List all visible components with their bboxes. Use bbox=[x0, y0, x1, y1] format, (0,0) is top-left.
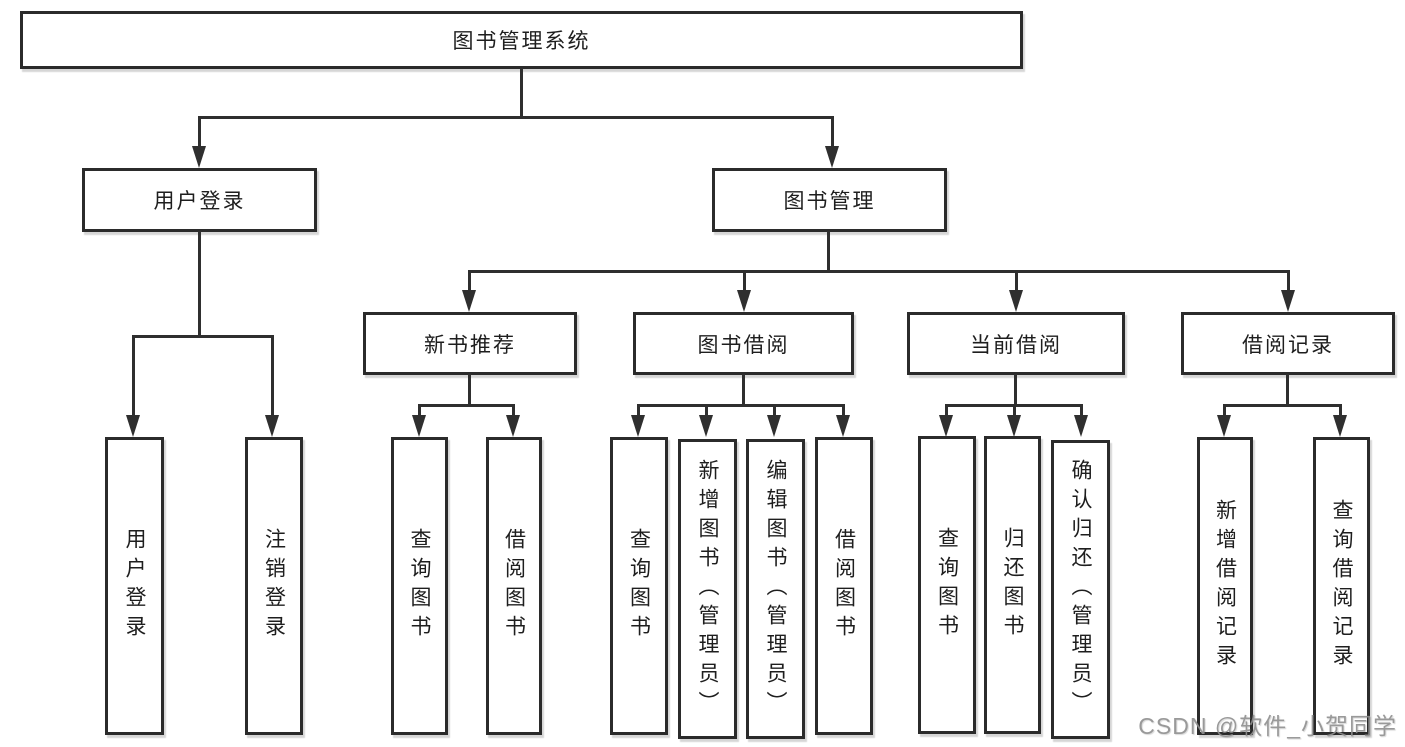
connector-group-hbar bbox=[1223, 404, 1342, 407]
leaf-add-book-admin: 新增图书（管理员） bbox=[678, 439, 737, 739]
connector-group-stem bbox=[742, 374, 745, 406]
connector-root-hbar bbox=[198, 116, 834, 119]
connector-book-mgmt-hbar bbox=[468, 270, 1290, 273]
leaf-query-books-recommend: 查询图书 bbox=[391, 437, 448, 735]
connector-user-login-hbar bbox=[132, 335, 274, 338]
node-root-label: 图书管理系统 bbox=[452, 30, 591, 53]
connector-group-stem bbox=[1014, 374, 1017, 406]
arrowhead-down-icon bbox=[412, 415, 426, 437]
arrowhead-down-icon bbox=[767, 415, 781, 437]
connector-group-drop bbox=[743, 270, 746, 292]
connector-user-login-drop bbox=[198, 116, 201, 148]
node-borrow-records: 借阅记录 bbox=[1181, 312, 1395, 375]
node-new-book-recommend: 新书推荐 bbox=[363, 312, 577, 375]
leaf-add-borrow-record-label: 新增借阅记录 bbox=[1213, 499, 1237, 673]
connector-leaf-drop bbox=[945, 404, 948, 417]
connector-leaf-drop bbox=[271, 335, 274, 417]
leaf-query-books-label: 查询图书 bbox=[935, 527, 959, 643]
leaf-add-borrow-record: 新增借阅记录 bbox=[1197, 437, 1253, 735]
leaf-confirm-return-admin: 确认归还（管理员） bbox=[1051, 440, 1110, 739]
connector-leaf-drop bbox=[1013, 404, 1016, 417]
connector-group-drop bbox=[1287, 270, 1290, 292]
leaf-borrow-books-borrow: 借阅图书 bbox=[815, 437, 873, 735]
leaf-edit-book-admin: 编辑图书（管理员） bbox=[746, 439, 805, 739]
connector-group-drop bbox=[1015, 270, 1018, 292]
node-book-borrow: 图书借阅 bbox=[633, 312, 854, 375]
arrowhead-down-icon bbox=[836, 415, 850, 437]
connector-leaf-drop bbox=[1223, 404, 1226, 417]
arrowhead-down-icon bbox=[1333, 415, 1347, 437]
node-book-management-label: 图书管理 bbox=[783, 190, 876, 213]
leaf-borrow-books-label: 借阅图书 bbox=[832, 528, 856, 644]
connector-leaf-drop bbox=[418, 404, 421, 417]
node-user-login: 用户登录 bbox=[82, 168, 317, 232]
arrowhead-down-icon bbox=[699, 415, 713, 437]
node-new-book-recommend-label: 新书推荐 bbox=[424, 333, 516, 357]
connector-book-mgmt-drop bbox=[831, 116, 834, 148]
arrowhead-down-icon bbox=[939, 415, 953, 437]
node-current-borrow-label: 当前借阅 bbox=[970, 333, 1062, 357]
leaf-return-book-label: 归还图书 bbox=[1001, 527, 1024, 643]
leaf-add-book-admin-label: 新增图书（管理员） bbox=[696, 458, 719, 720]
connector-group-drop bbox=[468, 270, 471, 292]
arrowhead-down-icon bbox=[737, 290, 751, 312]
connector-leaf-drop bbox=[1339, 404, 1342, 417]
leaf-query-borrow-record: 查询借阅记录 bbox=[1313, 437, 1370, 735]
connector-user-login-stem bbox=[198, 231, 201, 337]
csdn-watermark: CSDN @软件_小贺同学 bbox=[1138, 713, 1397, 739]
leaf-query-books-label: 查询图书 bbox=[408, 528, 431, 644]
arrowhead-down-icon bbox=[1074, 415, 1088, 437]
connector-book-mgmt-stem bbox=[827, 231, 830, 272]
connector-root-stem bbox=[520, 68, 523, 118]
arrowhead-down-icon bbox=[631, 415, 645, 437]
arrowhead-down-icon bbox=[126, 415, 140, 437]
node-current-borrow: 当前借阅 bbox=[907, 312, 1125, 375]
connector-leaf-drop bbox=[773, 404, 776, 417]
leaf-user-login-label: 用户登录 bbox=[123, 528, 146, 644]
connector-leaf-drop bbox=[1080, 404, 1083, 417]
arrowhead-down-icon bbox=[192, 146, 206, 168]
arrowhead-down-icon bbox=[1217, 415, 1231, 437]
leaf-query-books-label: 查询图书 bbox=[627, 528, 651, 644]
leaf-confirm-return-admin-label: 确认归还（管理员） bbox=[1069, 459, 1092, 720]
leaf-edit-book-admin-label: 编辑图书（管理员） bbox=[764, 458, 787, 720]
leaf-borrow-books-label: 借阅图书 bbox=[502, 528, 526, 644]
node-book-borrow-label: 图书借阅 bbox=[697, 333, 790, 357]
leaf-user-login: 用户登录 bbox=[105, 437, 164, 735]
connector-group-hbar bbox=[637, 404, 845, 407]
connector-leaf-drop bbox=[637, 404, 640, 417]
arrowhead-down-icon bbox=[1009, 290, 1023, 312]
arrowhead-down-icon bbox=[462, 290, 476, 312]
node-borrow-records-label: 借阅记录 bbox=[1242, 333, 1334, 357]
connector-leaf-drop bbox=[705, 404, 708, 417]
connector-leaf-drop bbox=[512, 404, 515, 417]
connector-group-hbar bbox=[418, 404, 515, 407]
connector-leaf-drop bbox=[132, 335, 135, 417]
leaf-return-book: 归还图书 bbox=[984, 436, 1041, 734]
arrowhead-down-icon bbox=[825, 146, 839, 168]
connector-leaf-drop bbox=[842, 404, 845, 417]
arrowhead-down-icon bbox=[265, 415, 279, 437]
arrowhead-down-icon bbox=[1281, 290, 1295, 312]
leaf-logout-label: 注销登录 bbox=[262, 528, 286, 644]
connector-group-stem bbox=[468, 374, 471, 406]
node-user-login-label: 用户登录 bbox=[153, 190, 246, 213]
arrowhead-down-icon bbox=[506, 415, 520, 437]
connector-group-stem bbox=[1286, 374, 1289, 406]
leaf-logout: 注销登录 bbox=[245, 437, 303, 735]
arrowhead-down-icon bbox=[1007, 415, 1021, 437]
leaf-query-books-current: 查询图书 bbox=[918, 436, 976, 734]
leaf-query-borrow-record-label: 查询借阅记录 bbox=[1330, 499, 1353, 673]
leaf-query-books-borrow: 查询图书 bbox=[610, 437, 668, 735]
node-book-management: 图书管理 bbox=[712, 168, 947, 232]
leaf-borrow-books-recommend: 借阅图书 bbox=[486, 437, 542, 735]
node-root: 图书管理系统 bbox=[20, 11, 1023, 69]
